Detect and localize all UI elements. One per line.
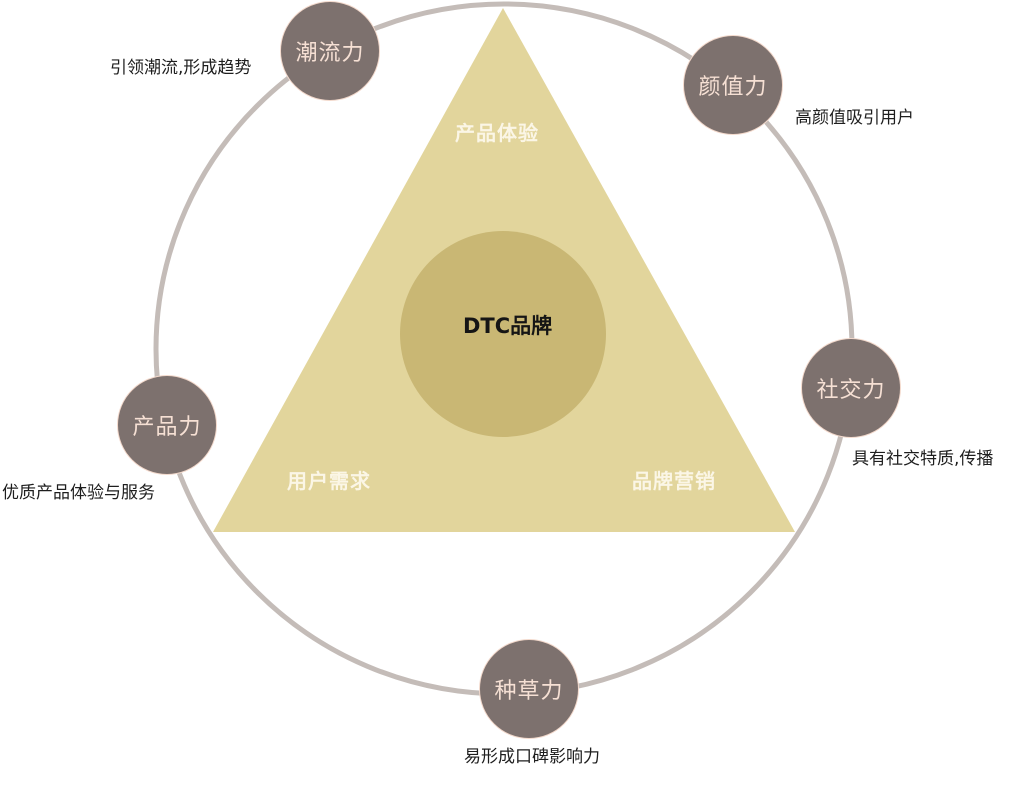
node-label: 颜值力 [698, 75, 768, 100]
node-label: 产品力 [132, 415, 202, 440]
caption-product: 优质产品体验与服务 [2, 483, 155, 503]
center-label: DTC品牌 [463, 314, 553, 338]
caption-trend: 引领潮流,形成趋势 [110, 58, 252, 78]
node-label: 种草力 [494, 679, 564, 704]
triangle-label-left: 用户需求 [287, 469, 371, 493]
caption-social: 具有社交特质,传播 [852, 449, 994, 469]
node-appearance: 颜值力 [684, 36, 782, 134]
node-label: 社交力 [816, 378, 886, 403]
node-label: 潮流力 [295, 41, 365, 66]
node-seeding: 种草力 [480, 640, 578, 738]
triangle-label-top: 产品体验 [455, 121, 539, 145]
node-trend: 潮流力 [281, 2, 379, 100]
caption-seeding: 易形成口碑影响力 [464, 747, 600, 767]
node-product: 产品力 [118, 376, 216, 474]
center-circle [400, 231, 606, 437]
caption-appearance: 高颜值吸引用户 [795, 108, 914, 128]
node-social: 社交力 [802, 339, 900, 437]
triangle-label-right: 品牌营销 [632, 469, 716, 493]
